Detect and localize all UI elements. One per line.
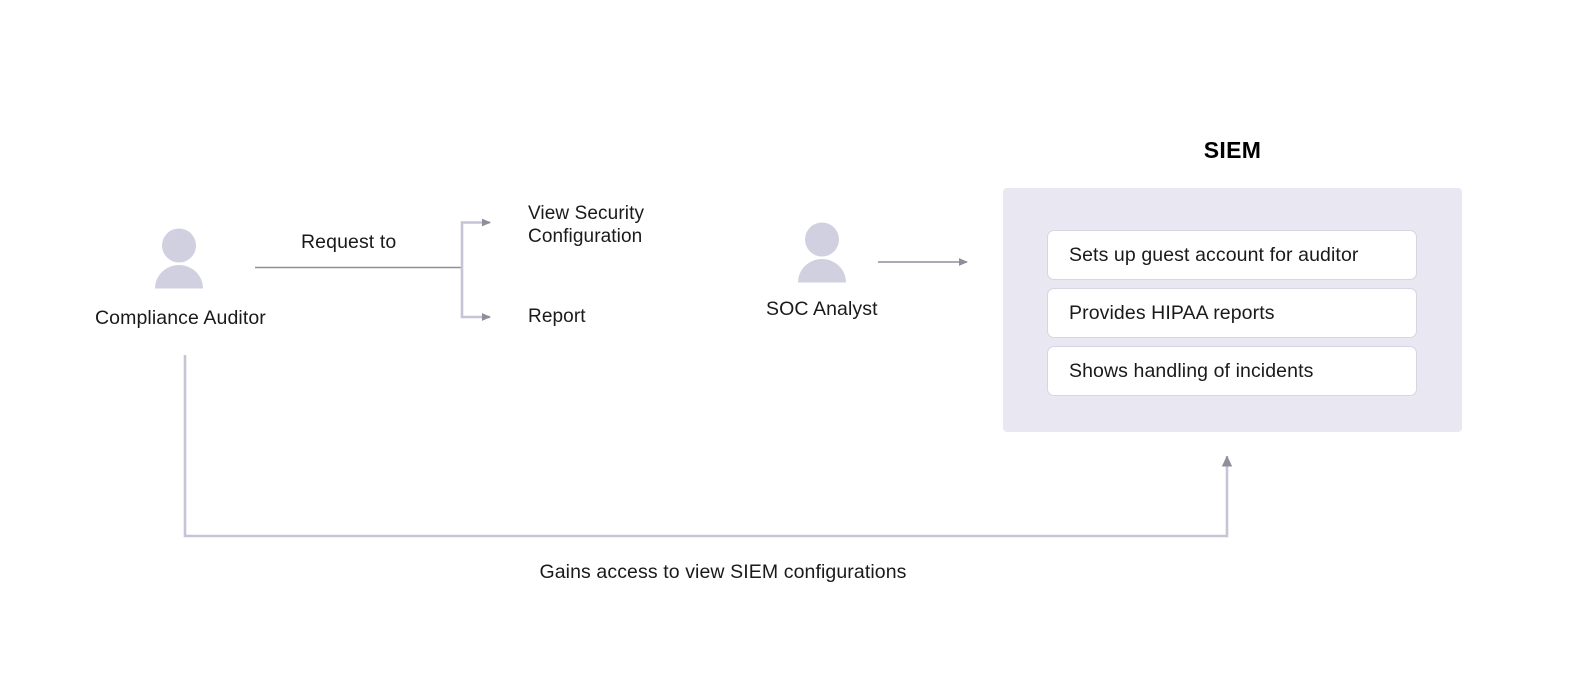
person-icon — [155, 228, 203, 289]
node-view-security-configuration-line2: Configuration — [528, 226, 643, 247]
actor-label-soc-analyst: SOC Analyst — [766, 298, 878, 320]
node-report: Report — [528, 306, 586, 327]
siem-card-label: Sets up guest account for auditor — [1069, 243, 1359, 266]
siem-card-provides-hipaa-reports[interactable]: Provides HIPAA reports — [1047, 288, 1417, 338]
node-view-security-configuration: View Security Configuration — [528, 202, 644, 248]
edge-label-request-to: Request to — [301, 231, 397, 253]
actor-soc-analyst — [794, 222, 850, 289]
siem-card-shows-handling-of-incidents[interactable]: Shows handling of incidents — [1047, 346, 1417, 396]
node-view-security-configuration-line1: View Security — [528, 203, 645, 224]
siem-card-label: Shows handling of incidents — [1069, 359, 1314, 382]
siem-panel: Sets up guest account for auditor Provid… — [1003, 188, 1462, 432]
siem-group-title: SIEM — [1203, 137, 1262, 163]
actor-label-compliance-auditor: Compliance Auditor — [95, 307, 266, 329]
siem-card-label: Provides HIPAA reports — [1069, 301, 1275, 324]
siem-card-sets-up-guest-account[interactable]: Sets up guest account for auditor — [1047, 230, 1417, 280]
actor-compliance-auditor — [151, 228, 207, 295]
person-icon — [798, 222, 846, 283]
edge-label-gains-access: Gains access to view SIEM configurations — [539, 561, 907, 583]
